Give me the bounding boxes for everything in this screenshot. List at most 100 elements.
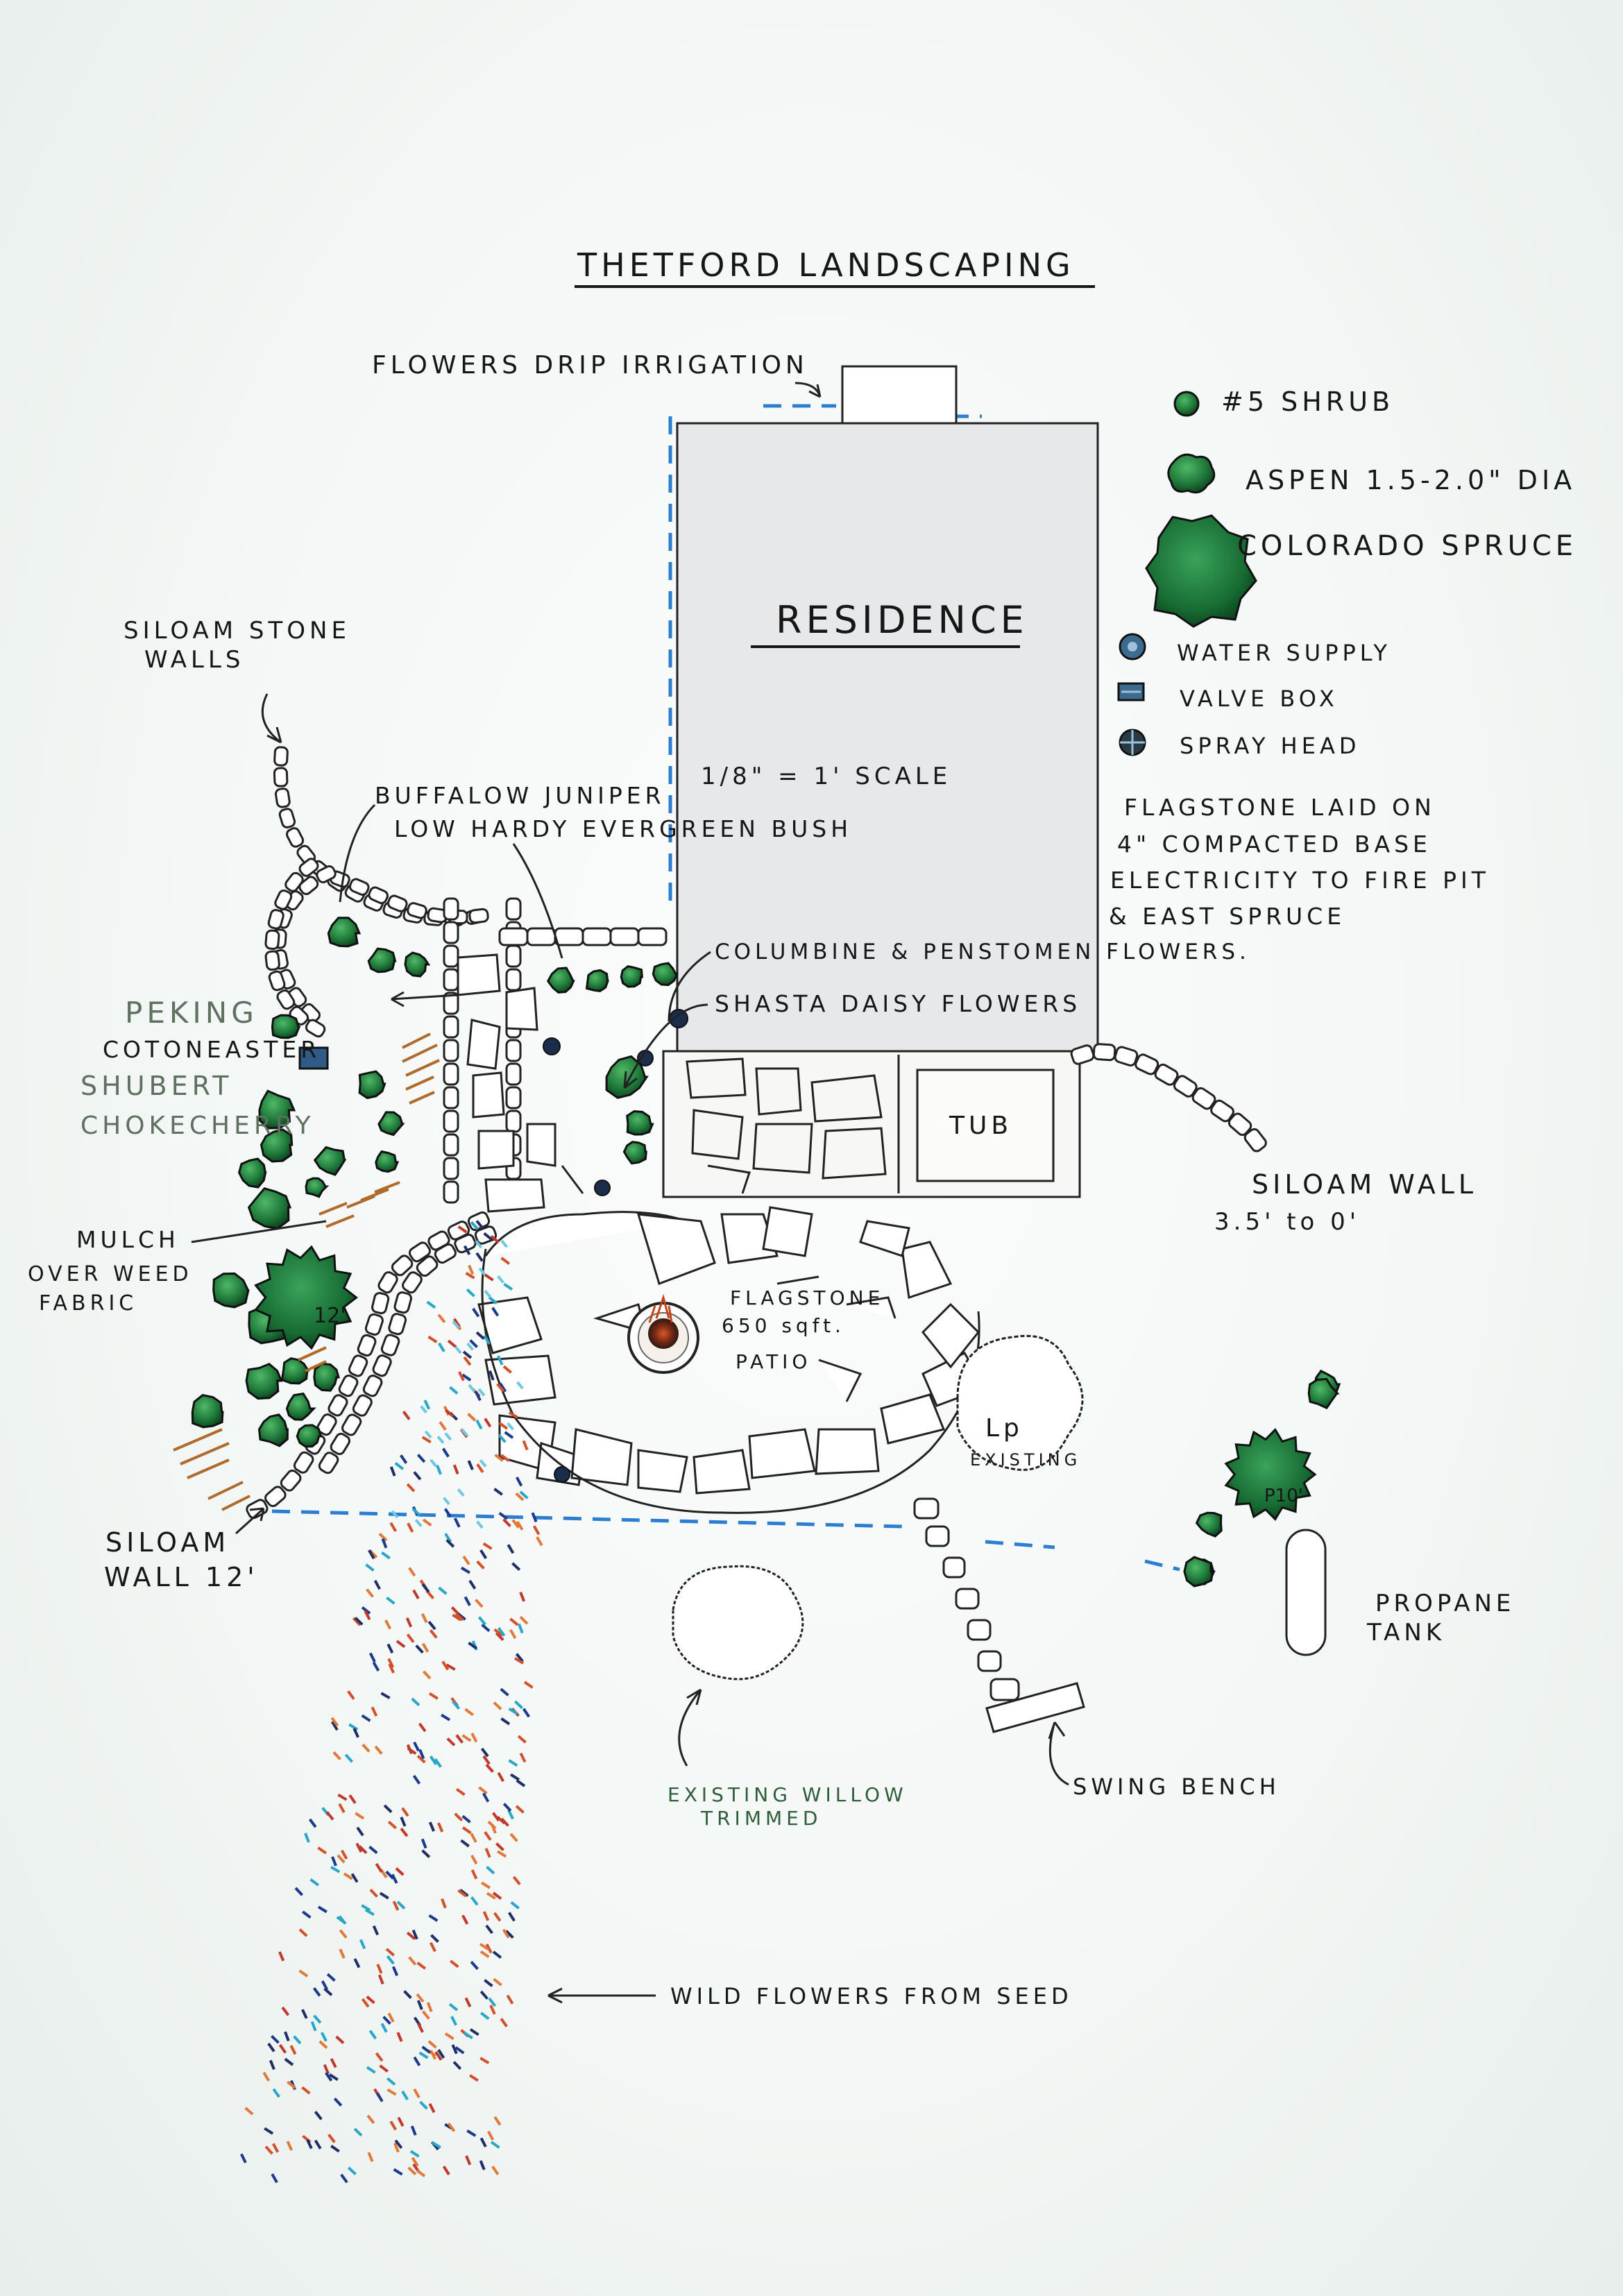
wall-stone	[505, 1086, 522, 1109]
wildflower-speck	[462, 1555, 470, 1565]
wildflower-speck	[490, 1234, 500, 1243]
wildflower-speck	[310, 2021, 317, 2032]
wildflower-speck	[507, 1422, 514, 1431]
wildflower-speck	[338, 1803, 346, 1814]
wildflower-speck	[353, 1958, 361, 1968]
wildflower-speck	[420, 1838, 427, 1849]
wildflower-speck	[485, 1763, 494, 1773]
wildflower-speck	[428, 1914, 439, 1922]
wildflower-speck	[516, 1477, 523, 1487]
wildflower-speck	[444, 1533, 452, 1543]
wall-stone	[316, 865, 337, 883]
wildflower-speck	[386, 1643, 394, 1653]
wildflower-speck	[447, 2123, 456, 2132]
wall-stone	[505, 968, 522, 992]
shrub-icon	[191, 1393, 224, 1429]
columbine-label: COLUMBINE & PENSTOMEN FLOWERS.	[715, 939, 1250, 964]
wildflower-speck	[414, 1519, 423, 1527]
siloam-wall-right-label-2: 3.5' to 0'	[1214, 1208, 1360, 1236]
swing-bench-arrow	[1048, 1721, 1069, 1786]
wildflower-speck	[318, 2040, 328, 2049]
wildflower-speck	[477, 1616, 486, 1626]
wildflower-speck	[353, 2127, 363, 2137]
wildflower-speck	[475, 1419, 483, 1430]
construction-notes: FLAGSTONE LAID ON 4" COMPACTED BASE ELEC…	[1109, 794, 1490, 930]
wall-stone	[526, 927, 556, 946]
wall-stone	[348, 878, 370, 896]
wildflower-speck	[452, 1318, 461, 1328]
spruce-height-left: 12'	[314, 1304, 346, 1328]
wall-stone	[443, 1157, 459, 1180]
wildflower-speck	[339, 1948, 346, 1959]
wildflower-speck	[372, 1925, 380, 1936]
lp-existing-label: EXISTING	[970, 1450, 1081, 1470]
wildflower-speck	[391, 1966, 399, 1977]
drip-irrigation-arrow	[794, 382, 822, 398]
shrub-icon	[245, 1362, 283, 1400]
wildflower-speck	[271, 2143, 280, 2153]
wildflower-speck	[374, 1745, 383, 1755]
wildflower-speck	[354, 1617, 364, 1626]
patio-label-1: FLAGSTONE	[730, 1286, 884, 1309]
wildflower-speck	[379, 1891, 389, 1900]
wildflower-speck	[372, 1661, 380, 1672]
shrub-icon	[327, 917, 362, 948]
wildflower-speck	[514, 1700, 523, 1710]
shrub-icon	[258, 1089, 296, 1130]
wildflower-speck	[330, 2058, 337, 2068]
wildflower-speck	[463, 2032, 473, 2040]
wildflower-speck	[509, 1617, 519, 1626]
peking-label: PEKING	[125, 996, 258, 1030]
wildflower-speck	[413, 1741, 420, 1752]
wildflower-speck	[441, 1898, 447, 1909]
wildflower-speck	[470, 1869, 478, 1880]
wildflower-speck	[488, 1997, 497, 2007]
deck-area	[662, 1050, 1081, 1198]
wildflower-speck	[271, 2173, 278, 2184]
wildflower-speck	[454, 1812, 464, 1822]
wall-stone	[328, 1394, 348, 1417]
spray-head-markers	[298, 1009, 688, 1483]
wildflower-speck	[264, 2145, 273, 2155]
note-line-3: ELECTRICITY TO FIRE PIT	[1110, 867, 1490, 894]
wildflower-speck	[429, 1629, 438, 1639]
wall-stone	[286, 827, 305, 848]
wall-stone	[377, 1271, 398, 1294]
wildflower-speck	[476, 1463, 484, 1473]
juniper-label-2: LOW HARDY EVERGREEN BUSH	[394, 815, 852, 842]
wildflower-speck	[411, 1929, 418, 1940]
wildflower-speck	[348, 1794, 357, 1804]
wildflower-speck	[505, 1930, 514, 1939]
wall-stone	[391, 1255, 414, 1277]
wall-stone	[338, 1375, 359, 1397]
wildflower-speck	[497, 1626, 506, 1637]
wildflower-speck	[507, 1912, 516, 1922]
wall-stone	[505, 1109, 522, 1133]
wildflower-speck	[402, 1411, 411, 1420]
wildflower-speck	[460, 1839, 470, 1848]
wildflower-speck	[508, 1707, 518, 1715]
patio-label-3: PATIO	[736, 1350, 811, 1373]
wildflower-speck	[430, 1755, 438, 1766]
wildflower-speck	[262, 2071, 271, 2082]
wildflower-speck	[468, 1641, 477, 1650]
mulch-label-2: OVER WEED	[28, 1262, 193, 1286]
wall-stone	[443, 1086, 459, 1109]
wildflower-speck	[269, 2059, 275, 2070]
wildflower-speck	[421, 1642, 430, 1653]
wildflower-speck	[470, 1854, 478, 1865]
wall-stone	[1114, 1046, 1139, 1066]
swing-bench-path	[913, 1497, 1020, 1701]
wildflower-speck	[421, 2046, 432, 2054]
wall-stone	[298, 858, 319, 877]
wall-stone	[273, 767, 289, 788]
wildflower-speck	[458, 1371, 465, 1381]
wildflower-speck	[455, 1734, 464, 1744]
wildflower-speck	[317, 1905, 328, 1914]
wildflower-speck	[470, 1896, 479, 1906]
wildflower-speck	[437, 1342, 445, 1352]
wildflower-speck	[468, 1579, 477, 1590]
wildflower-speck	[383, 1804, 393, 1814]
wildflower-speck	[445, 1409, 454, 1418]
wildflower-speck	[475, 1331, 485, 1341]
